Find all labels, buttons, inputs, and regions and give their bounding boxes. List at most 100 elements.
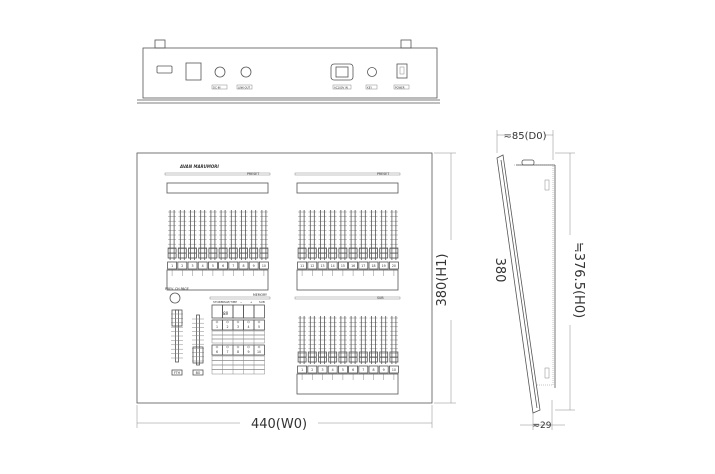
key-header: PAGE/TIME — [222, 300, 237, 304]
brand-logo: AVAN MARUMORI — [179, 164, 219, 169]
channel-number-box — [258, 261, 269, 270]
channel-number-box — [197, 261, 208, 270]
key-header: + — [250, 300, 253, 304]
bank-display — [166, 182, 269, 194]
fader-label: FTH — [174, 371, 181, 375]
channel-number-box — [388, 261, 399, 270]
fader-label-box — [192, 369, 204, 376]
key-header: − — [240, 300, 243, 304]
prev-ch-page-knob[interactable] — [169, 292, 181, 304]
front-height-dimension: 380(H1) — [435, 253, 450, 306]
key-header: SUB — [259, 300, 265, 304]
master-fader-0: FTH — [171, 309, 183, 376]
channel-number-box — [337, 365, 348, 374]
bank-strip — [294, 296, 401, 300]
channel-number-box — [187, 261, 198, 270]
scribble-strip — [296, 269, 399, 291]
memory-key-number: 2 — [226, 325, 228, 329]
channel-number: 15 — [341, 264, 345, 268]
connector-label: LINK-OUT — [238, 85, 251, 89]
channel-number: 9 — [253, 264, 255, 268]
memory-key[interactable] — [253, 319, 265, 331]
power-switch-icon — [396, 63, 408, 79]
channel-number: 19 — [382, 264, 386, 268]
function-key[interactable] — [243, 304, 255, 319]
connector-label: KEY — [367, 85, 372, 89]
channel-number-box — [327, 365, 338, 374]
rear-foot-left — [154, 39, 166, 49]
rear-foot-right — [400, 39, 412, 49]
function-key[interactable] — [211, 304, 223, 319]
bottom-depth-dimension: ≂29 — [533, 421, 552, 431]
channel-number-box — [248, 261, 259, 270]
depth-dimension: ≂85(D0) — [504, 131, 547, 142]
key-switch-icon — [367, 67, 377, 77]
fader-label: BO — [196, 371, 201, 375]
rear-panel-body — [142, 47, 438, 99]
channel-number-box — [177, 261, 188, 270]
side-panel-slope — [496, 154, 541, 414]
fader-label-box — [171, 369, 183, 376]
channel-number-box — [218, 261, 229, 270]
channel-number-box — [167, 261, 178, 270]
channel-number-box — [358, 365, 369, 374]
side-length-dimension: 380 — [492, 258, 507, 283]
memory-strip — [209, 296, 271, 300]
channel-number-box — [368, 261, 379, 270]
fader-knob[interactable] — [192, 346, 204, 364]
memory-key-number: 3 — [237, 325, 239, 329]
channel-number-box — [238, 261, 249, 270]
channel-number-box — [388, 365, 399, 374]
channel-number: 8 — [242, 264, 244, 268]
connector-label-box — [332, 84, 352, 90]
bank2-label: PRESET — [377, 172, 389, 176]
channel-number: 14 — [331, 264, 335, 268]
memory-key-number: 10 — [257, 350, 261, 354]
memory-key-number: 1 — [216, 325, 218, 329]
channel-number-box — [378, 365, 389, 374]
function-key[interactable] — [232, 304, 244, 319]
xlr-connector-icon — [214, 66, 226, 78]
channel-number: 4 — [202, 264, 204, 268]
channel-number-box — [348, 365, 359, 374]
front-panel — [136, 152, 433, 404]
square-port — [185, 62, 202, 81]
memory-key-number: 7 — [226, 350, 228, 354]
memory-label: MEMORY — [253, 293, 267, 297]
xlr-connector-icon — [240, 66, 252, 78]
channel-number-box — [297, 365, 308, 374]
connector-label: POWER — [395, 85, 405, 89]
channel-number-box — [317, 365, 328, 374]
fader-knob[interactable] — [171, 309, 183, 327]
memory-display: 88 — [223, 311, 229, 316]
channel-number-box — [317, 261, 328, 270]
connector-label-box — [393, 84, 410, 90]
front-dimensions: 440(W0) 380(H1) — [136, 152, 456, 432]
channel-number: 17 — [361, 264, 365, 268]
side-top-knob — [521, 159, 535, 166]
function-key[interactable] — [253, 304, 265, 319]
channel-number: 1 — [171, 264, 173, 268]
side-view: ≂85(D0) 380 ≒376.5(H0) ≂29 — [492, 130, 586, 431]
channel-number-box — [348, 261, 359, 270]
channel-number-box — [378, 261, 389, 270]
channel-number-box — [368, 365, 379, 374]
connector-label: AC100V IN — [334, 85, 348, 89]
iec-inlet-icon — [330, 63, 354, 81]
connector-label-box — [365, 84, 378, 90]
channel-number-box — [207, 261, 218, 270]
channel-number: 12 — [310, 264, 314, 268]
height-dimension: ≒376.5(H0) — [571, 242, 586, 318]
channel-number-box — [297, 261, 308, 270]
channel-number: 6 — [222, 264, 224, 268]
scribble-strip — [166, 269, 269, 291]
channel-number-box — [358, 261, 369, 270]
channel-number: 7 — [232, 264, 234, 268]
memory-key-number: 6 — [216, 350, 218, 354]
width-dimension: 440(W0) — [251, 417, 307, 432]
scribble-strip — [296, 373, 399, 395]
connector-label-box — [211, 84, 228, 90]
